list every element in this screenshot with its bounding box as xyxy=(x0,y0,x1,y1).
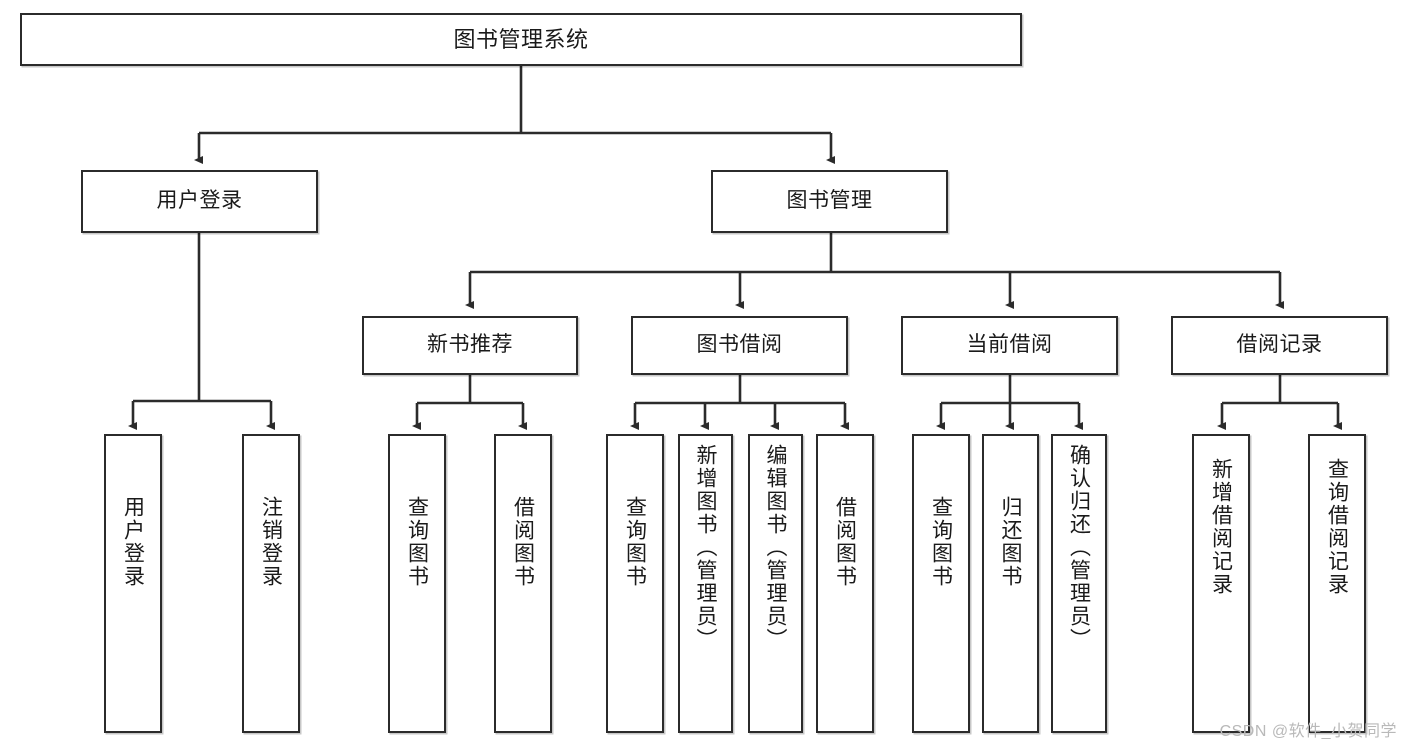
node-label: 注销登录 xyxy=(259,496,283,588)
leaf-record-add-record[interactable]: 新增借阅记录 xyxy=(1192,434,1250,733)
leaf-borrow-query-book[interactable]: 查询图书 xyxy=(606,434,664,733)
leaf-user-login-signout[interactable]: 注销登录 xyxy=(242,434,300,733)
leaf-newbook-borrow-book[interactable]: 借阅图书 xyxy=(494,434,552,733)
leaf-current-query-book[interactable]: 查询图书 xyxy=(912,434,970,733)
node-book-management[interactable]: 图书管理 xyxy=(711,170,948,233)
node-label: 查询图书 xyxy=(405,496,429,588)
leaf-record-query-record[interactable]: 查询借阅记录 xyxy=(1308,434,1366,733)
node-label: 图书管理 xyxy=(786,189,873,213)
node-label: 查询图书 xyxy=(929,496,953,588)
node-label: 查询图书 xyxy=(623,496,647,588)
node-label: 用户登录 xyxy=(121,496,145,588)
csdn-watermark: CSDN @软件_小贺同学 xyxy=(1219,723,1397,740)
node-current-borrow[interactable]: 当前借阅 xyxy=(901,316,1118,375)
node-label: 编辑图书（管理员） xyxy=(764,444,787,651)
node-label: 用户登录 xyxy=(156,189,243,213)
node-label: 图书借阅 xyxy=(696,333,783,357)
leaf-current-return-book[interactable]: 归还图书 xyxy=(982,434,1039,733)
node-label: 借阅图书 xyxy=(833,496,857,588)
leaf-borrow-edit-book-admin[interactable]: 编辑图书（管理员） xyxy=(748,434,803,733)
node-user-login[interactable]: 用户登录 xyxy=(81,170,318,233)
leaf-borrow-borrow-book[interactable]: 借阅图书 xyxy=(816,434,874,733)
node-label: 新增借阅记录 xyxy=(1209,458,1233,596)
node-label: 新增图书（管理员） xyxy=(694,444,717,651)
node-label: 借阅图书 xyxy=(511,496,535,588)
node-book-borrow[interactable]: 图书借阅 xyxy=(631,316,848,375)
node-label: 借阅记录 xyxy=(1236,333,1323,357)
leaf-current-confirm-return-admin[interactable]: 确认归还（管理员） xyxy=(1051,434,1107,733)
node-label: 新书推荐 xyxy=(427,333,513,357)
leaf-newbook-query-book[interactable]: 查询图书 xyxy=(388,434,446,733)
node-label: 查询借阅记录 xyxy=(1325,458,1349,596)
node-new-book-recommend[interactable]: 新书推荐 xyxy=(362,316,578,375)
node-label: 图书管理系统 xyxy=(453,26,589,52)
node-label: 确认归还（管理员） xyxy=(1067,444,1091,651)
leaf-user-login-signin[interactable]: 用户登录 xyxy=(104,434,162,733)
node-label: 归还图书 xyxy=(999,496,1022,588)
node-label: 当前借阅 xyxy=(966,333,1053,357)
node-root-system[interactable]: 图书管理系统 xyxy=(20,13,1022,66)
node-borrow-record[interactable]: 借阅记录 xyxy=(1171,316,1388,375)
leaf-borrow-add-book-admin[interactable]: 新增图书（管理员） xyxy=(678,434,733,733)
